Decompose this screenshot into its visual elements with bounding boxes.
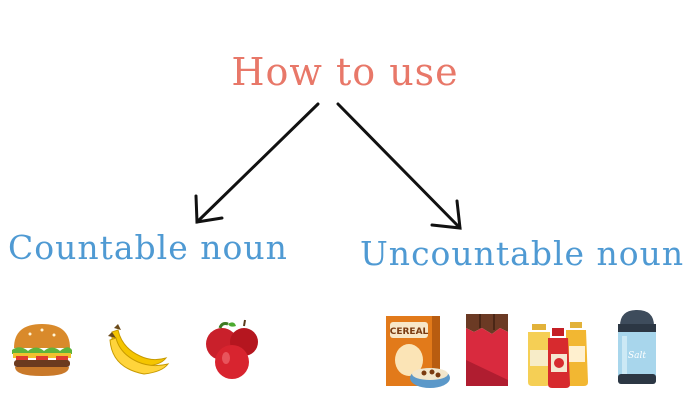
uncountable-noun-label: Uncountable noun	[360, 234, 685, 273]
condiment-bottles-icon	[528, 322, 588, 388]
salt-shaker-icon: Salt	[618, 310, 656, 384]
banana-icon	[108, 324, 170, 375]
apple-icon	[206, 319, 258, 379]
arrow-right	[336, 102, 462, 230]
title: How to use	[231, 50, 459, 94]
countable-noun-label: Countable noun	[8, 228, 288, 267]
salt-label: Salt	[628, 351, 646, 361]
cereal-label: CEREAL	[390, 327, 429, 337]
chocolate-bar-icon	[466, 314, 508, 386]
cereal-box-icon: CEREAL	[386, 316, 450, 388]
burger-icon	[12, 324, 72, 376]
arrow-left	[194, 102, 320, 224]
